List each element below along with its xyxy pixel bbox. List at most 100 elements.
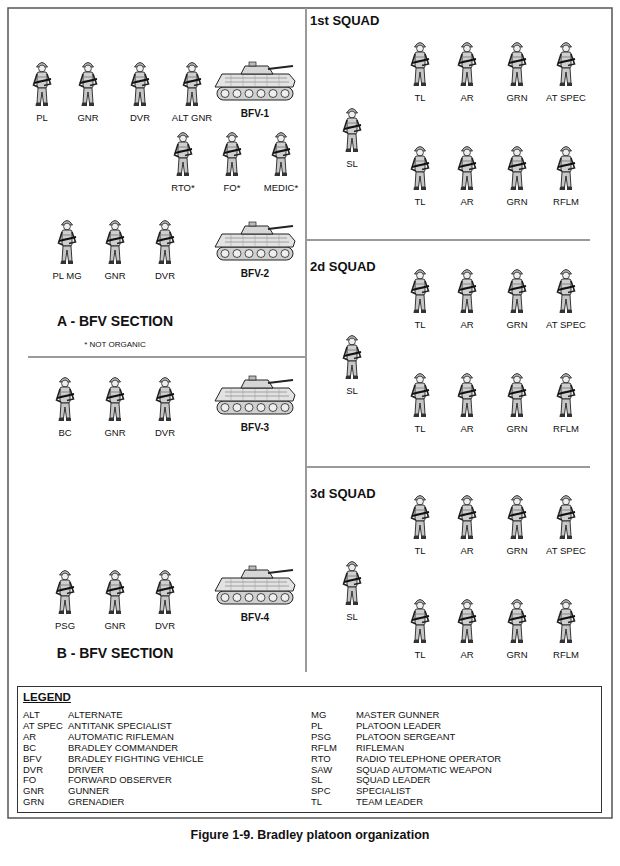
soldier-label: DVR: [155, 620, 175, 631]
soldier-label: PSG: [55, 620, 75, 631]
soldier-label: GRN: [506, 423, 527, 434]
soldier-label: GNR: [104, 427, 125, 438]
bradley-vehicle: [215, 62, 295, 100]
soldier-label: BC: [58, 427, 71, 438]
soldier-label: MEDIC*: [264, 182, 298, 193]
outer-frame: [8, 8, 612, 818]
soldier-figure: [509, 496, 527, 540]
legend-entry: ALTERNATE: [68, 709, 123, 720]
soldier-figure: [558, 270, 576, 314]
soldier-label: SL: [346, 385, 358, 396]
soldier-figure: [509, 43, 527, 87]
soldier-label: AR: [460, 545, 473, 556]
soldier-figure: [459, 496, 477, 540]
legend-entry: AR: [23, 731, 36, 742]
soldier-figure: [509, 600, 527, 644]
soldier-label: PL MG: [52, 270, 81, 281]
legend-entry: PL: [311, 720, 323, 731]
legend-entry: PLATOON SERGEANT: [356, 731, 455, 742]
soldier-figure: [412, 374, 430, 418]
vehicle-label: BFV-3: [241, 422, 269, 433]
legend-entry: SPC: [311, 785, 331, 796]
soldier-figure: [57, 571, 75, 615]
soldier-figure: [59, 221, 77, 265]
soldier-label: FO*: [224, 182, 241, 193]
soldier-figure: [412, 43, 430, 87]
vehicle-label: BFV-2: [241, 268, 269, 279]
soldier-figure: [459, 270, 477, 314]
soldier-figure: [157, 571, 175, 615]
legend-entry: SAW: [311, 764, 332, 775]
soldier-figure: [344, 109, 362, 153]
soldier-figure: [157, 221, 175, 265]
soldier-figure: [107, 221, 125, 265]
soldier-label: GNR: [104, 270, 125, 281]
bradley-vehicle: [215, 566, 295, 604]
legend-entry: FO: [23, 774, 36, 785]
legend-entry: BRADLEY COMMANDER: [68, 742, 178, 753]
legend-entry: TEAM LEADER: [356, 796, 423, 807]
soldier-figure: [184, 63, 202, 107]
legend-entry: BRADLEY FIGHTING VEHICLE: [68, 753, 204, 764]
legend-entry: FORWARD OBSERVER: [68, 774, 172, 785]
legend-entry: ALT: [23, 709, 40, 720]
soldier-label: RFLM: [553, 649, 579, 660]
soldier-label: ALT GNR: [172, 112, 212, 123]
soldier-figure: [509, 270, 527, 314]
soldier-label: TL: [414, 319, 425, 330]
soldier-label: GNR: [77, 112, 98, 123]
soldier-figure: [558, 374, 576, 418]
legend-entry: RIFLEMAN: [356, 742, 404, 753]
legend-entry: PLATOON LEADER: [356, 720, 441, 731]
soldier-label: RFLM: [553, 196, 579, 207]
soldier-label: GNR: [104, 620, 125, 631]
divider-line: [306, 466, 590, 468]
legend-entry: RADIO TELEPHONE OPERATOR: [356, 753, 501, 764]
legend-entry: SPECIALIST: [356, 785, 411, 796]
section-heading: 1st SQUAD: [310, 13, 379, 28]
legend-entry: SL: [311, 774, 323, 785]
bradley-vehicle: [215, 376, 295, 414]
legend-entry: ANTITANK SPECIALIST: [68, 720, 172, 731]
section-heading: 3d SQUAD: [310, 486, 376, 501]
section-heading: B - BFV SECTION: [57, 645, 174, 661]
soldier-figure: [132, 63, 150, 107]
soldier-figure: [459, 147, 477, 191]
soldier-figure: [344, 336, 362, 380]
legend-entry: GRN: [23, 796, 44, 807]
legend-entry: GUNNER: [68, 785, 109, 796]
soldier-label: AR: [460, 649, 473, 660]
soldier-figure: [107, 378, 125, 422]
soldier-figure: [459, 43, 477, 87]
soldier-figure: [509, 374, 527, 418]
section-region: A - BFV SECTION * NOT ORGANIC: [8, 8, 306, 357]
soldier-figure: [459, 374, 477, 418]
soldier-label: TL: [414, 92, 425, 103]
soldier-figure: [558, 147, 576, 191]
divider-line: [28, 356, 306, 358]
soldier-label: RFLM: [553, 423, 579, 434]
soldier-label: AR: [460, 423, 473, 434]
soldier-label: AR: [460, 196, 473, 207]
vehicle-label: BFV-1: [241, 108, 269, 119]
soldier-label: TL: [414, 196, 425, 207]
soldier-figure: [34, 63, 52, 107]
soldier-figure: [412, 600, 430, 644]
legend-entry: RFLM: [311, 742, 337, 753]
legend-entry: GNR: [23, 785, 44, 796]
soldier-label: GRN: [506, 545, 527, 556]
soldier-figure: [558, 43, 576, 87]
legend-entry: GRENADIER: [68, 796, 124, 807]
footnote: * NOT ORGANIC: [84, 340, 146, 349]
soldier-label: GRN: [506, 196, 527, 207]
section-heading: A - BFV SECTION: [57, 313, 173, 329]
soldier-figure: [558, 496, 576, 540]
soldier-label: GRN: [506, 92, 527, 103]
soldier-label: PL: [36, 112, 48, 123]
soldier-label: AT SPEC: [546, 319, 586, 330]
soldier-label: AR: [460, 92, 473, 103]
soldier-figure: [107, 571, 125, 615]
soldier-label: TL: [414, 423, 425, 434]
soldier-label: TL: [414, 649, 425, 660]
soldier-figure: [412, 147, 430, 191]
